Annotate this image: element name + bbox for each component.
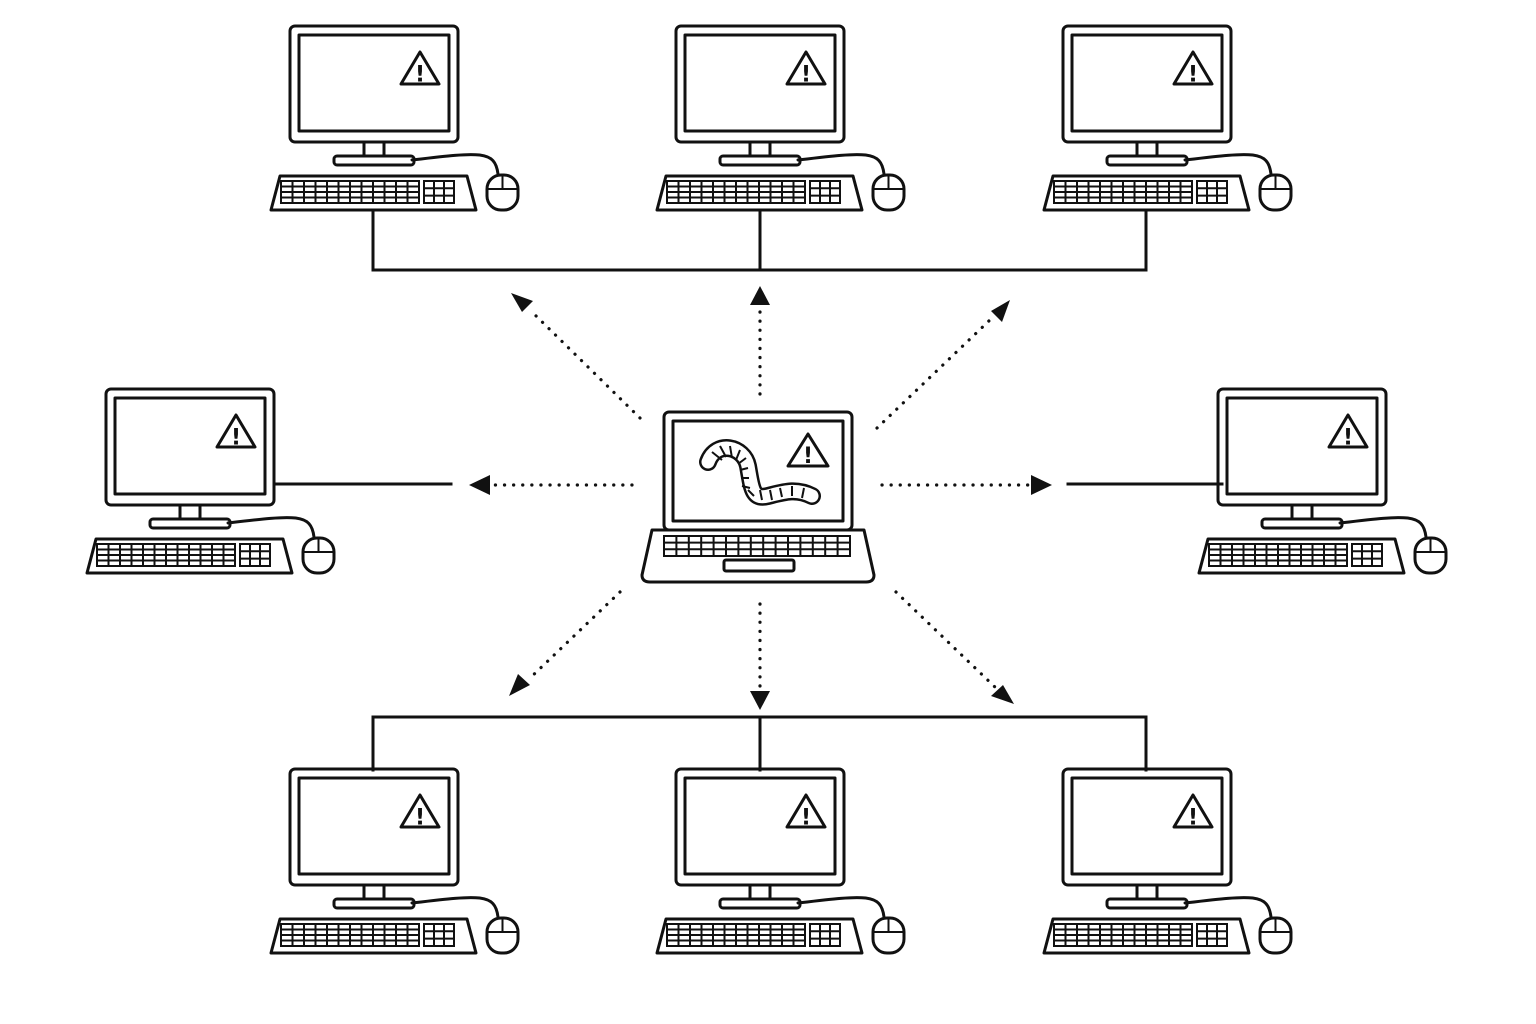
- computer-top-left: !: [269, 24, 520, 212]
- computer-top-right: !: [1042, 24, 1293, 212]
- warning-mark: !: [1343, 426, 1353, 451]
- computer-bottom-center: !: [655, 767, 906, 955]
- arrow-down: [750, 602, 770, 710]
- worm-icon: [699, 439, 821, 506]
- warning-mark: !: [415, 63, 425, 88]
- arrow-up: [750, 286, 770, 396]
- infected-laptop: !: [640, 410, 876, 584]
- arrow-down-right: [894, 590, 1014, 704]
- arrow-left: [469, 475, 634, 495]
- warning-mark: !: [801, 63, 811, 88]
- computer-middle-left: !: [85, 387, 336, 575]
- warning-mark: !: [415, 806, 425, 831]
- arrow-up-left: [511, 293, 642, 420]
- computer-bottom-left: !: [269, 767, 520, 955]
- warning-icon: [786, 432, 830, 468]
- bottom-bus: [371, 715, 1148, 772]
- warning-mark: !: [231, 426, 241, 451]
- warning-mark: !: [803, 444, 813, 469]
- top-bus: [371, 209, 1148, 272]
- warning-mark: !: [801, 806, 811, 831]
- arrow-up-right: [875, 300, 1010, 430]
- computer-top-center: !: [655, 24, 906, 212]
- arrow-down-left: [509, 590, 622, 696]
- computer-bottom-right: !: [1042, 767, 1293, 955]
- warning-mark: !: [1188, 806, 1198, 831]
- warning-mark: !: [1188, 63, 1198, 88]
- computer-middle-right: !: [1197, 387, 1448, 575]
- arrow-right: [880, 475, 1052, 495]
